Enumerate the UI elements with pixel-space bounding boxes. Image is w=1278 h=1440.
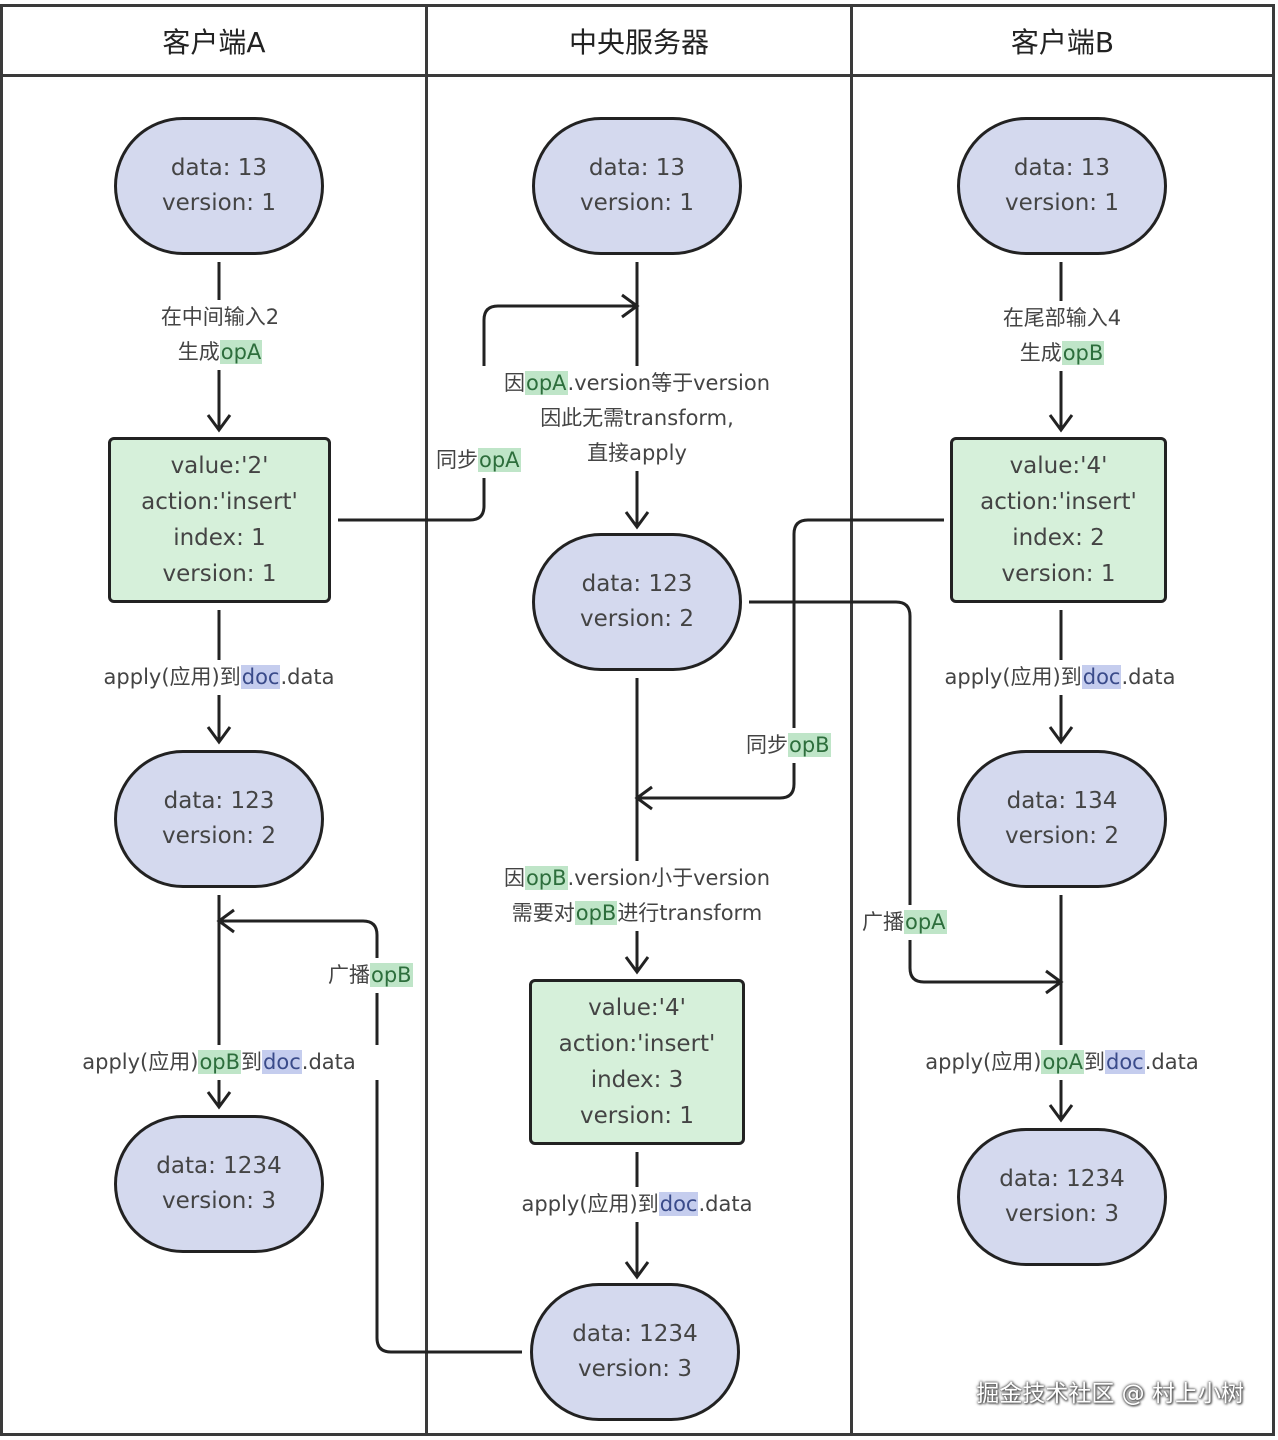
server-op-transformed: value:'4' action:'insert' index: 3 versi… (529, 979, 745, 1145)
arrowhead (1045, 969, 1064, 995)
broadcast-opa-label: 广播opA (862, 905, 947, 940)
server-state-3: data: 1234 version: 3 (530, 1283, 740, 1421)
arrowhead (1048, 414, 1074, 433)
client-a-state-1: data: 13 version: 1 (114, 117, 324, 255)
arrowhead (1048, 1104, 1074, 1123)
client-b-edge3-label: apply(应用)opA到doc.data (902, 1045, 1222, 1080)
arrowhead (216, 908, 235, 934)
lane-title-server: 中央服务器 (428, 7, 850, 77)
arrowhead (206, 726, 232, 745)
server-edge3-label: apply(应用)到doc.data (502, 1187, 772, 1222)
arrowhead (624, 1261, 650, 1280)
arrowhead (624, 956, 650, 975)
watermark: 掘金技术社区 @ 村上小树 (976, 1381, 1244, 1407)
client-a-edge2-label: apply(应用)到doc.data (84, 660, 354, 695)
arrowhead (206, 1091, 232, 1110)
client-b-op: value:'4' action:'insert' index: 2 versi… (950, 437, 1167, 603)
client-b-state-3: data: 1234 version: 3 (957, 1128, 1167, 1266)
broadcast-opb-label: 广播opB (328, 958, 413, 993)
client-a-edge3-label: apply(应用)opB到doc.data (58, 1045, 380, 1080)
server-edge1-label: 因opA.version等于version 因此无需transform, 直接a… (482, 366, 792, 471)
client-b-state-2: data: 134 version: 2 (957, 750, 1167, 888)
client-a-op: value:'2' action:'insert' index: 1 versi… (108, 437, 331, 603)
arrowhead (624, 511, 650, 530)
client-b-edge1-label: 在尾部输入4 生成opB (962, 301, 1162, 371)
edge-sync-b (639, 518, 944, 800)
arrowhead (1048, 726, 1074, 745)
lane-title-client-a: 客户端A (3, 7, 425, 77)
client-b-edge2-label: apply(应用)到doc.data (925, 660, 1195, 695)
lane-client-b (850, 4, 1275, 1436)
arrowhead (634, 785, 653, 811)
arrowhead (206, 414, 232, 433)
server-state-1: data: 13 version: 1 (532, 117, 742, 255)
server-edge2-label: 因opB.version小于version 需要对opB进行transform (480, 861, 794, 931)
sync-opb-label: 同步opB (746, 728, 831, 763)
client-a-state-2: data: 123 version: 2 (114, 750, 324, 888)
arrowhead (621, 293, 640, 319)
server-state-2: data: 123 version: 2 (532, 533, 742, 671)
sync-opa-label: 同步opA (436, 443, 521, 478)
client-b-state-1: data: 13 version: 1 (957, 117, 1167, 255)
client-a-state-3: data: 1234 version: 3 (114, 1115, 324, 1253)
client-a-edge1-label: 在中间输入2 生成opA (120, 300, 320, 370)
edge-broadcast-a (749, 600, 1059, 984)
lane-title-client-b: 客户端B (853, 7, 1272, 77)
edge-broadcast-b (221, 919, 522, 1354)
